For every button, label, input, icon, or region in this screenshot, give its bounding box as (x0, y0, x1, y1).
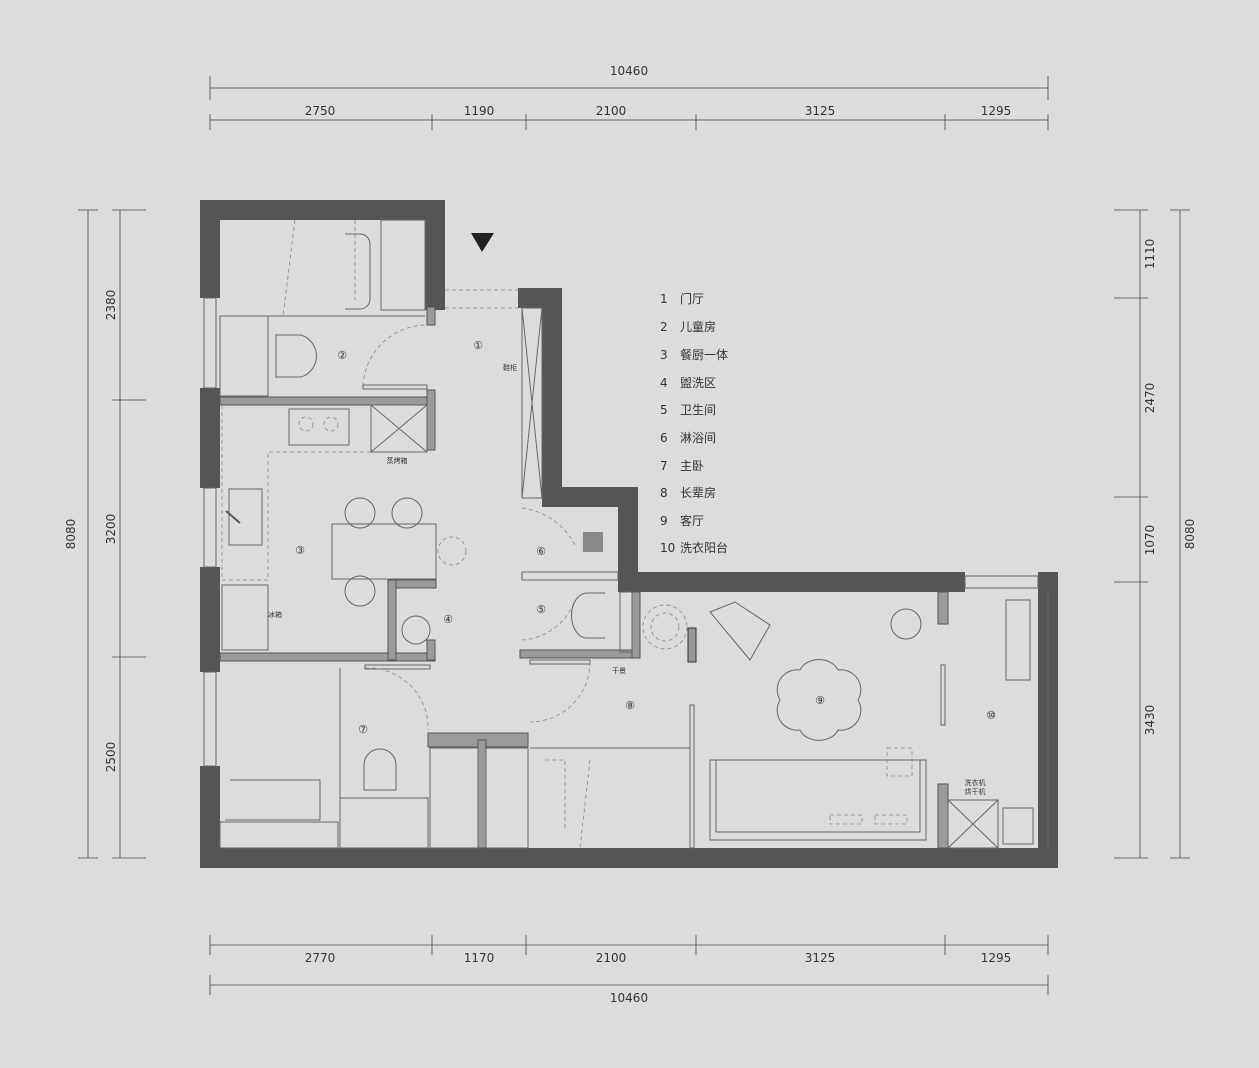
entrance-arrow-icon (471, 233, 494, 252)
legend-label-3: 餐厨一体 (680, 347, 728, 362)
legend-num-7: 7 (660, 459, 668, 473)
dryer-label: 烘干机 (965, 787, 986, 796)
room-marker-2: ② (337, 349, 347, 362)
top-dim-4: 3125 (805, 104, 836, 118)
legend-num-6: 6 (660, 431, 668, 445)
top-dim-1: 2750 (305, 104, 336, 118)
bottom-dim-3: 2100 (596, 951, 627, 965)
bottom-dim-5: 1295 (981, 951, 1012, 965)
right-dim-2: 2470 (1143, 383, 1157, 414)
bottom-dim-2: 1170 (464, 951, 495, 965)
room-marker-7: ⑦ (358, 723, 368, 736)
top-dim-2: 1190 (464, 104, 495, 118)
shoe-cabinet-label: 鞋柜 (503, 363, 517, 372)
legend-num-4: 4 (660, 376, 668, 390)
legend-num-1: 1 (660, 292, 668, 306)
top-dim-3: 2100 (596, 104, 627, 118)
room-markers: ① ② ③ ④ ⑤ ⑥ ⑦ ⑧ ⑨ ⑩ (295, 339, 996, 736)
right-dim-4: 3430 (1143, 705, 1157, 736)
washer-label: 洗衣机 (965, 778, 986, 787)
legend-label-2: 儿童房 (680, 319, 716, 334)
legend-num-5: 5 (660, 403, 668, 417)
shoe-cabinet (521, 307, 543, 499)
master-bedroom-furniture (219, 664, 529, 849)
fridge-label: 冰箱 (268, 610, 282, 619)
child-room-furniture (219, 219, 428, 397)
room-marker-1: ① (473, 339, 483, 352)
windows (203, 297, 1049, 848)
room-marker-6: ⑥ (536, 545, 546, 558)
left-dimensions: 8080 2380 3200 2500 (64, 209, 146, 859)
living-furniture (529, 601, 946, 849)
balcony-furniture (947, 599, 1034, 849)
room-marker-3: ③ (295, 544, 305, 557)
legend-label-5: 卫生间 (680, 403, 716, 417)
legend: 1 门厅 2 儿童房 3 餐厨一体 4 盥洗区 5 卫生间 6 淋浴间 7 主卧… (660, 291, 728, 555)
legend-num-9: 9 (660, 514, 668, 528)
bottom-dim-1: 2770 (305, 951, 336, 965)
kitchen-furniture (221, 404, 467, 651)
legend-label-9: 客厅 (680, 513, 704, 528)
steam-oven-label: 蒸烤箱 (387, 456, 408, 465)
walls (200, 200, 1058, 868)
legend-label-1: 门厅 (680, 291, 704, 306)
room-marker-8: ⑧ (625, 699, 635, 712)
room-marker-9: ⑨ (815, 694, 825, 707)
top-dim-5: 1295 (981, 104, 1012, 118)
top-dimensions: 10460 2750 1190 2100 3125 1295 (209, 64, 1049, 130)
left-total-dim: 8080 (64, 519, 78, 550)
left-dim-2: 3200 (104, 514, 118, 545)
room-marker-4: ④ (443, 613, 453, 626)
legend-label-8: 长辈房 (680, 485, 716, 500)
right-dim-3: 1070 (1143, 525, 1157, 556)
bottom-dim-4: 3125 (805, 951, 836, 965)
annotations: 鞋柜 蒸烤箱 冰箱 干景 洗衣机 烘干机 (268, 363, 986, 796)
bottom-total-dim: 10460 (610, 991, 648, 1005)
left-dim-1: 2380 (104, 290, 118, 321)
room-marker-10: ⑩ (986, 709, 996, 722)
bottom-dimensions: 2770 1170 2100 3125 1295 10460 (209, 935, 1049, 1005)
legend-label-7: 主卧 (680, 459, 704, 473)
legend-num-10: 10 (660, 541, 675, 555)
legend-label-4: 盥洗区 (680, 376, 716, 390)
legend-num-3: 3 (660, 348, 668, 362)
bathroom-furniture (521, 507, 688, 653)
left-dim-3: 2500 (104, 742, 118, 773)
right-total-dim: 8080 (1183, 519, 1197, 550)
right-dim-1: 1110 (1143, 239, 1157, 270)
right-dimensions: 1110 2470 1070 3430 8080 (1114, 209, 1197, 859)
legend-label-10: 洗衣阳台 (680, 540, 728, 555)
room-marker-5: ⑤ (536, 603, 546, 616)
dry-landscape-label: 干景 (612, 667, 626, 675)
legend-num-8: 8 (660, 486, 668, 500)
legend-num-2: 2 (660, 320, 668, 334)
top-total-dim: 10460 (610, 64, 648, 78)
legend-label-6: 淋浴间 (680, 431, 716, 445)
